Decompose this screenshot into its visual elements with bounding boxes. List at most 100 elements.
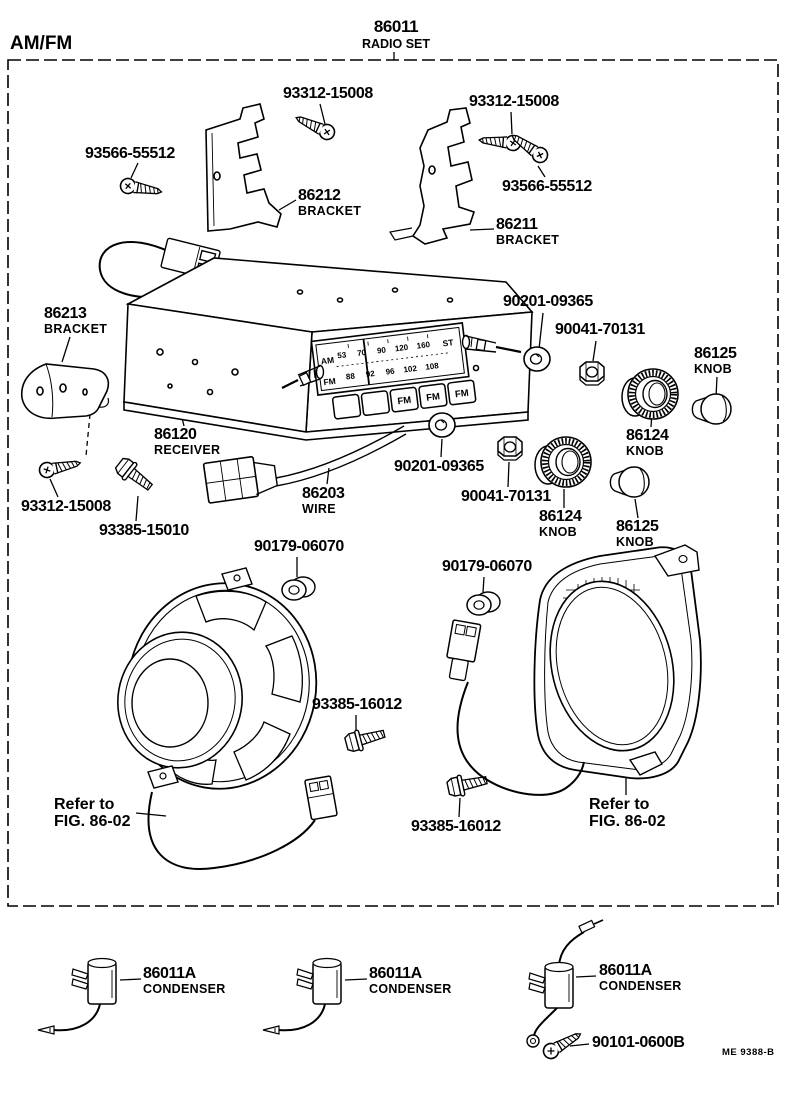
note-line: Refer to	[54, 796, 115, 813]
part-number: 90041-70131	[461, 488, 551, 505]
doc-code: ME 9388-B	[722, 1047, 775, 1058]
part-number: 86213	[44, 305, 87, 322]
part-number: 93385-15010	[99, 522, 189, 539]
condenser-86011a-2	[262, 957, 342, 1035]
dial-am-label: AM	[320, 355, 334, 367]
label-93385-16012-b: 93385-16012	[411, 818, 501, 836]
label-90179-06070-a: 90179-06070	[254, 538, 344, 556]
dial-fm-tick: 88	[345, 371, 355, 381]
part-number: 86124	[539, 508, 582, 525]
part-number: 90179-06070	[442, 558, 532, 575]
control-shafts	[281, 334, 522, 389]
part-number: 86125	[694, 345, 737, 362]
knob-86125-a	[691, 393, 732, 425]
grommet-90179-a	[281, 576, 316, 601]
part-number: 93566-55512	[502, 178, 592, 195]
label-93312-15008-c: 93312-15008	[21, 498, 111, 516]
part-number: 93312-15008	[469, 93, 559, 110]
label-90179-06070-b: 90179-06070	[442, 558, 532, 576]
part-number: 90201-09365	[394, 458, 484, 475]
label-93566-55512-a: 93566-55512	[85, 145, 175, 163]
dial-stereo-label: ST	[442, 337, 455, 348]
part-number: 86120	[154, 426, 197, 443]
dial-fm-tick: 102	[403, 364, 418, 375]
label-90201-09365-a: 90201-09365	[503, 293, 593, 311]
screw-93312-15008-c	[37, 454, 83, 480]
dial-am-tick: 90	[377, 345, 387, 355]
note-line: Refer to	[589, 796, 650, 813]
knob-86125-b	[609, 466, 650, 498]
washer-90201-a	[523, 346, 551, 372]
part-number: 90041-70131	[555, 321, 645, 338]
part-number: 86011A	[369, 965, 422, 982]
bolt-93385-15010	[112, 454, 158, 497]
leader-lines	[49, 52, 718, 1047]
label-90101-0600b: 90101-0600B	[592, 1034, 685, 1052]
dial-fm-tick: 92	[365, 369, 375, 379]
label-90041-70131-b: 90041-70131	[461, 488, 551, 506]
part-name: CONDENSER	[143, 981, 226, 996]
bolt-93385-16012-b	[445, 769, 490, 800]
part-number: 93312-15008	[21, 498, 111, 515]
part-number: 93385-16012	[411, 818, 501, 835]
condenser-drawings	[37, 919, 604, 1048]
preset-button-label: FM	[397, 395, 412, 408]
nut-90041-a	[579, 361, 605, 386]
condenser-86011a-3	[526, 919, 604, 1048]
part-number: 86011A	[143, 965, 196, 982]
note-line: FIG. 86-02	[589, 812, 666, 830]
wire-86203-drawing	[202, 425, 407, 504]
speaker-drawing	[117, 567, 338, 870]
bracket-86213-drawing	[21, 363, 110, 420]
part-name: WIRE	[302, 501, 336, 516]
assembly-label: 86011 RADIO SET	[348, 17, 444, 51]
part-name: BRACKET	[496, 232, 560, 247]
diagram-border	[7, 59, 779, 907]
nut-90041-b	[497, 436, 523, 461]
assembly-part-name: RADIO SET	[361, 37, 431, 51]
label-93566-55512-b: 93566-55512	[502, 178, 592, 196]
bracket-86211-drawing	[389, 107, 476, 245]
preset-buttons: FM FM FM	[331, 379, 477, 420]
part-name: CONDENSER	[369, 981, 452, 996]
bracket-86212-drawing	[205, 103, 282, 232]
part-number: 86011A	[599, 962, 652, 979]
washer-90201-b	[428, 412, 456, 438]
dial-am-tick: 160	[416, 340, 431, 351]
part-number: 86203	[302, 485, 345, 502]
condenser-86011a-1	[37, 957, 117, 1035]
screw-93312-15008-a	[292, 110, 338, 143]
dial-am-tick: 70	[357, 348, 367, 358]
preset-button-label: FM	[426, 391, 441, 404]
part-number: 93566-55512	[85, 145, 175, 162]
dial-fm-label: FM	[323, 376, 336, 387]
part-name: BRACKET	[298, 203, 362, 218]
part-number: 90101-0600B	[592, 1034, 685, 1051]
dial-am-tick: 120	[394, 343, 409, 354]
knob-86124-a	[622, 369, 678, 419]
part-number: 86211	[496, 216, 538, 233]
assembly-part-number: 86011	[373, 17, 419, 36]
note-line: FIG. 86-02	[54, 812, 131, 830]
dial-am-tick: 53	[337, 350, 347, 360]
part-number: 86212	[298, 187, 341, 204]
part-name: RECEIVER	[154, 442, 221, 457]
part-number: 90179-06070	[254, 538, 344, 555]
label-90201-09365-b: 90201-09365	[394, 458, 484, 476]
part-number: 90201-09365	[503, 293, 593, 310]
band-label: AM/FM	[10, 33, 73, 54]
screw-93566-55512-a	[118, 176, 164, 201]
knob-86124-b	[535, 437, 591, 487]
